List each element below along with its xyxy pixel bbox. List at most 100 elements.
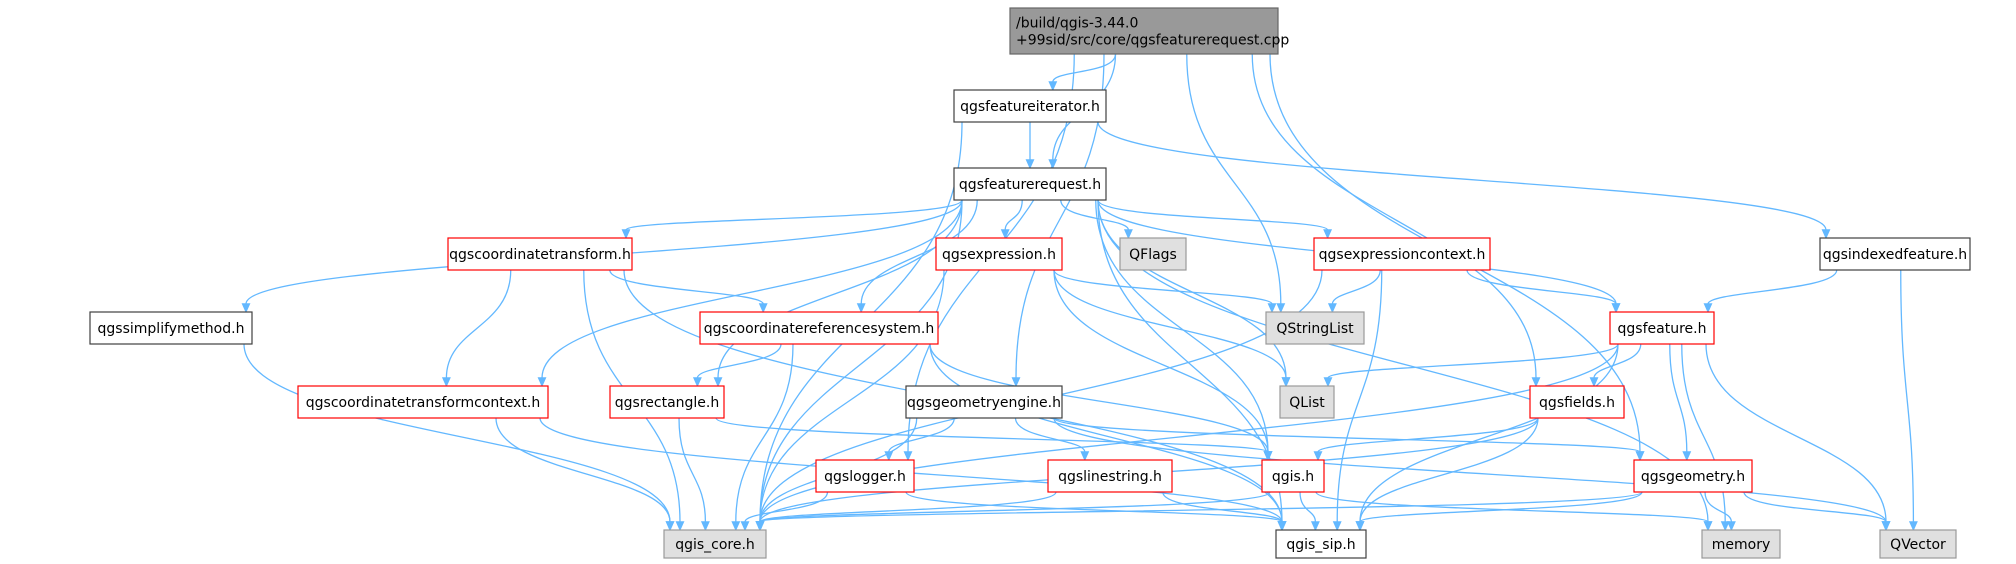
node-label: qgsfields.h <box>1539 395 1615 411</box>
node-root[interactable]: /build/qgis-3.44.0+99sid/src/core/qgsfea… <box>1009 7 1289 55</box>
node-qgscoordinatereferencesystem-h[interactable]: qgscoordinatereferencesystem.h <box>699 311 939 345</box>
node-qgis-core-h[interactable]: qgis_core.h <box>663 529 767 559</box>
edge-line <box>1014 417 1086 453</box>
node-label: QStringList <box>1276 321 1354 337</box>
node-label: /build/qgis-3.44.0 <box>1016 16 1138 32</box>
edge-line <box>1331 269 1381 305</box>
edge-arrowhead <box>713 377 723 388</box>
node-box <box>1275 529 1367 559</box>
edge-qgsexpressioncontext-h-to-qgis-sip-h <box>1332 269 1383 532</box>
edge-arrowhead <box>665 521 675 532</box>
node-qgsfields-h[interactable]: qgsfields.h <box>1529 385 1625 419</box>
edge-qgsfeature-h-to-qgsgeometry-h <box>1669 343 1692 462</box>
edge-arrowhead <box>1276 303 1286 314</box>
node-memory[interactable]: memory <box>1701 529 1781 559</box>
node-qgsgeometryengine-h[interactable]: qgsgeometryengine.h <box>905 385 1063 419</box>
node-box <box>89 311 253 345</box>
node-qstringlist[interactable]: QStringList <box>1265 311 1365 345</box>
node-qgsindexedfeature-h[interactable]: qgsindexedfeature.h <box>1819 237 1971 271</box>
node-qlist[interactable]: QList <box>1279 385 1335 419</box>
edge-line <box>495 417 671 523</box>
edge-qgsexpressioncontext-h-to-qgsfeature-h <box>1466 269 1621 314</box>
edge-line <box>717 199 963 379</box>
node-qgsfeatureiterator-h[interactable]: qgsfeatureiterator.h <box>953 89 1107 123</box>
node-qgsexpressioncontext-h[interactable]: qgsexpressioncontext.h <box>1313 237 1491 271</box>
edge-arrowhead <box>537 377 547 388</box>
edge-line <box>905 491 1283 523</box>
edge-line <box>1186 53 1282 305</box>
edge-arrowhead <box>1703 303 1713 314</box>
node-qgis-sip-h[interactable]: qgis_sip.h <box>1275 529 1367 559</box>
edge-qgsgeometry-h-to-memory <box>1704 491 1736 532</box>
edge-qgsexpressioncontext-h-to-qstringlist <box>1327 269 1381 314</box>
edge-line <box>1336 269 1383 523</box>
node-label: qgsfeaturerequest.h <box>959 177 1101 193</box>
edge-line <box>1053 269 1269 453</box>
node-qgsexpression-h[interactable]: qgsexpression.h <box>935 237 1063 271</box>
edge-arrowhead <box>1025 159 1035 170</box>
edge-line <box>1097 121 1827 231</box>
edge-qgsgeometryengine-h-to-qgsgeometry-h <box>1053 417 1645 462</box>
edge-arrowhead <box>903 451 913 462</box>
edge-line <box>1743 491 1887 523</box>
node-qgscoordinatetransformcontext-h[interactable]: qgscoordinatetransformcontext.h <box>297 385 549 419</box>
edge-line <box>1704 491 1733 523</box>
edge-qgsfeatureiterator-h-to-qgsindexedfeature-h <box>1097 121 1831 240</box>
node-box <box>1819 237 1971 271</box>
edge-line <box>888 417 955 453</box>
node-qgsgeometry-h[interactable]: qgsgeometry.h <box>1633 459 1753 493</box>
edge-line <box>1004 199 1023 231</box>
edge-qgsgeometry-h-to-qgis-sip-h <box>1355 491 1643 532</box>
edge-line <box>1053 417 1641 453</box>
edge-root-to-qgsfields-h <box>1251 53 1541 388</box>
edge-qgsfeaturerequest-h-to-qgscoordinatetransform-h <box>621 199 963 240</box>
node-box <box>1313 237 1491 271</box>
edge-qgsfeaturerequest-h-to-qgscoordinatetransformcontext-h <box>537 199 963 388</box>
edge-qgsrectangle-h-to-qgis-h <box>715 417 1273 462</box>
edge-arrowhead <box>692 377 702 388</box>
edge-line <box>759 491 1643 523</box>
edge-qgslinestring-h-to-qgis-core-h <box>755 491 1057 532</box>
node-box <box>1261 459 1325 493</box>
edges-layer <box>241 53 1918 532</box>
node-label: qgsgeometry.h <box>1641 469 1745 485</box>
edge-qgsgeometryengine-h-to-qgslogger-h <box>884 417 955 462</box>
node-qgsrectangle-h[interactable]: qgsrectangle.h <box>609 385 725 419</box>
node-box <box>1279 385 1335 419</box>
edge-qgscoordinatetransform-h-to-qgscoordinatetransformcontext-h <box>441 269 512 388</box>
edge-arrowhead <box>1720 521 1730 532</box>
node-qvector[interactable]: QVector <box>1879 529 1957 559</box>
node-qgslinestring-h[interactable]: qgslinestring.h <box>1047 459 1173 493</box>
edge-qgscoordinatetransformcontext-h-to-qgis-core-h <box>495 417 675 532</box>
edge-line <box>759 491 1271 523</box>
edge-arrowhead <box>1589 377 1599 388</box>
edge-line <box>929 343 1269 453</box>
edge-line <box>1052 53 1117 83</box>
edge-qgsfeature-h-to-qgis-sip-h <box>1355 343 1619 532</box>
edge-line <box>759 343 1619 523</box>
node-qgsfeaturerequest-h[interactable]: qgsfeaturerequest.h <box>953 167 1107 201</box>
edge-arrowhead <box>621 229 631 240</box>
node-qgslogger-h[interactable]: qgslogger.h <box>815 459 915 493</box>
edge-line <box>744 491 829 523</box>
node-label: QList <box>1289 395 1325 411</box>
edge-arrowhead <box>1726 521 1736 532</box>
edge-arrowhead <box>1267 303 1277 314</box>
node-qgscoordinatetransform-h[interactable]: qgscoordinatetransform.h <box>447 237 633 271</box>
node-label: qgscoordinatereferencesystem.h <box>704 321 935 337</box>
node-qgsfeature-h[interactable]: qgsfeature.h <box>1609 311 1715 345</box>
node-box <box>1529 385 1625 419</box>
node-label: qgsgeometryengine.h <box>907 395 1061 411</box>
node-qgssimplifymethod-h[interactable]: qgssimplifymethod.h <box>89 311 253 345</box>
node-qgis-h[interactable]: qgis.h <box>1261 459 1325 493</box>
node-qflags[interactable]: QFlags <box>1119 237 1187 271</box>
node-box <box>953 89 1107 123</box>
edge-line <box>445 269 512 379</box>
edge-line <box>1681 343 1726 523</box>
edge-arrowhead <box>1123 229 1133 240</box>
node-label: qgsexpression.h <box>942 247 1056 263</box>
node-label: qgis.h <box>1272 469 1314 485</box>
edge-line <box>1317 417 1539 453</box>
node-label: QVector <box>1890 537 1946 553</box>
